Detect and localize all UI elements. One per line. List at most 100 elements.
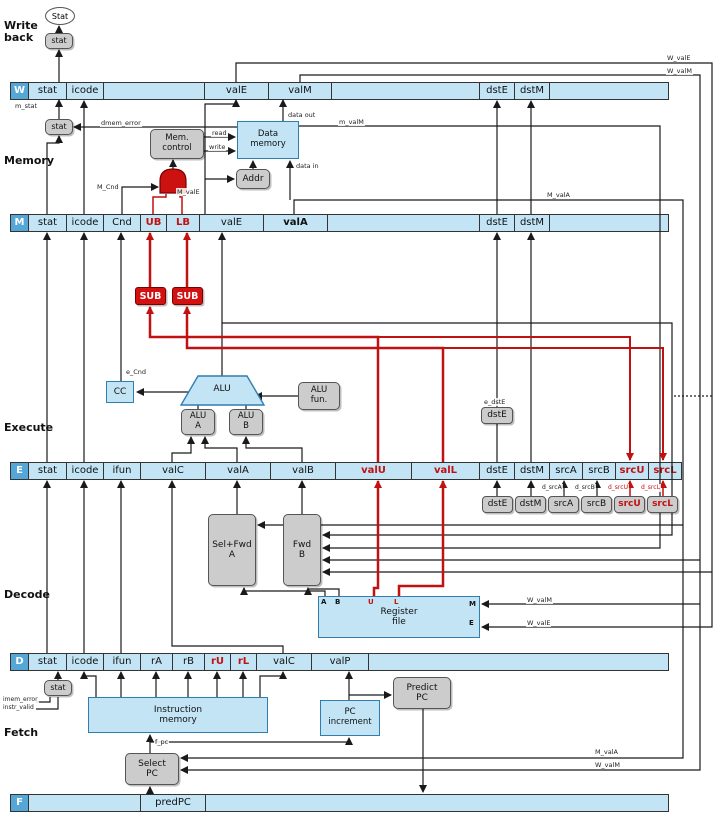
sub-unit-right: SUB xyxy=(172,287,203,305)
f-blank-cell xyxy=(205,794,669,812)
writeback-stat-box: stat xyxy=(45,33,73,49)
sub-unit-left: SUB xyxy=(135,287,166,305)
bubble-gate-icon xyxy=(159,168,187,194)
label-read: read xyxy=(211,129,228,137)
instruction-memory-line2: memory xyxy=(159,715,197,725)
e-valB-cell: valB xyxy=(270,462,336,480)
d-srcL-box: srcL xyxy=(647,496,678,513)
data-memory-box: Data memory xyxy=(237,121,299,159)
e-dstE-cell: dstE xyxy=(479,462,515,480)
predict-pc-box: Predict PC xyxy=(393,677,451,709)
sel-fwd-a-box: Sel+Fwd A xyxy=(208,514,256,586)
w-valM-cell: valM xyxy=(268,82,332,100)
label-M-Cnd: M_Cnd xyxy=(96,183,120,191)
alu-fun-line2: fun. xyxy=(310,395,328,405)
register-file-box: Register file xyxy=(318,596,480,638)
data-memory-line1: Data xyxy=(257,129,279,140)
instruction-memory-line1: Instruction xyxy=(153,704,203,715)
label-W-valM-mid: W_valM xyxy=(526,596,553,604)
e-icode-cell: icode xyxy=(66,462,104,480)
instruction-memory-box: Instruction memory xyxy=(88,697,268,733)
label-d-srcL: d_srcL xyxy=(640,484,661,492)
sel-fwd-a-line1: Sel+Fwd xyxy=(212,539,252,550)
label-M-valA-bottom: M_valA xyxy=(594,748,619,756)
m-valA-cell: valA xyxy=(263,214,328,232)
register-file-line1: Register xyxy=(380,606,418,617)
regfile-port-b: B xyxy=(335,598,341,606)
label-W-valE-mid: W_valE xyxy=(526,619,552,627)
regfile-port-l: L xyxy=(394,598,399,606)
cc-box: CC xyxy=(106,381,134,403)
d-dstM-box: dstM xyxy=(515,496,546,513)
pc-increment-line1: PC xyxy=(344,707,356,718)
label-data-in: data in xyxy=(295,162,320,170)
fetch-stat-box: stat xyxy=(44,680,72,696)
predict-pc-line2: PC xyxy=(416,693,428,703)
alu-trapezoid xyxy=(179,375,266,406)
label-W-valM-bottom: W_valM xyxy=(594,761,621,769)
alu-label: ALU xyxy=(213,384,231,394)
label-instr-valid: instr_valid xyxy=(2,704,35,712)
label-write: write xyxy=(208,143,227,151)
d-valP-cell: valP xyxy=(311,653,369,671)
fwd-b-line1: Fwd xyxy=(292,539,312,550)
stage-label-decode: Decode xyxy=(4,588,51,601)
select-pc-box: Select PC xyxy=(125,753,179,785)
label-m-stat: m_stat xyxy=(14,102,39,110)
addr-box: Addr xyxy=(236,169,270,189)
alu-a-box: ALU A xyxy=(181,409,215,435)
d-blank-cell xyxy=(368,653,669,671)
e-dste-box: dstE xyxy=(481,407,513,424)
regfile-port-e: E xyxy=(469,619,474,627)
register-file-line2: file xyxy=(392,617,406,627)
regfile-port-u: U xyxy=(368,598,374,606)
sel-fwd-a-line2: A xyxy=(228,550,236,560)
stage-label-memory: Memory xyxy=(4,154,55,167)
label-e-dstE: e_dstE xyxy=(483,398,507,406)
m-blank-cell xyxy=(549,214,669,232)
data-memory-line2: memory xyxy=(250,139,286,149)
pc-increment-box: PC increment xyxy=(320,700,380,736)
e-valU-cell: valU xyxy=(335,462,412,480)
label-f-pc: f_pc xyxy=(154,738,170,746)
d-srcB-box: srcB xyxy=(581,496,612,513)
regfile-port-a: A xyxy=(321,598,327,606)
memory-stat-box: stat xyxy=(45,119,73,135)
label-W-valM-top: W_valM xyxy=(666,67,693,75)
e-srcL-cell: srcL xyxy=(648,462,682,480)
mem-control-line1: Mem. xyxy=(165,133,189,144)
stage-label-fetch: Fetch xyxy=(4,726,39,739)
label-d-srcB: d_srcB xyxy=(574,484,596,492)
fwd-b-box: Fwd B xyxy=(283,514,321,586)
label-M-valE: M_valE xyxy=(176,188,201,196)
d-dstE-box: dstE xyxy=(482,496,513,513)
w-blank-cell xyxy=(549,82,669,100)
d-srcU-box: srcU xyxy=(614,496,645,513)
alu-b-line2: B xyxy=(243,421,249,431)
alu-a-line2: A xyxy=(195,421,201,431)
select-pc-line1: Select xyxy=(138,758,166,769)
label-d-srcA: d_srcA xyxy=(541,484,563,492)
alu-fun-line1: ALU xyxy=(310,385,328,396)
fwd-b-line2: B xyxy=(298,550,306,560)
pc-increment-line2: increment xyxy=(328,717,372,727)
stat-oval: Stat xyxy=(45,7,75,25)
label-e-Cnd: e_Cnd xyxy=(125,368,148,376)
alu-a-line1: ALU xyxy=(189,411,207,422)
label-dmem-error: dmem_error xyxy=(100,119,142,127)
label-W-valE-top: W_valE xyxy=(666,54,692,62)
regfile-port-m: M xyxy=(469,600,476,608)
mem-control-box: Mem. control xyxy=(150,129,204,159)
label-d-srcU: d_srcU xyxy=(607,484,629,492)
predict-pc-line1: Predict xyxy=(406,682,438,693)
stage-label-execute: Execute xyxy=(4,421,54,434)
m-dstM-cell: dstM xyxy=(514,214,550,232)
stage-label-writeback: Write back xyxy=(4,19,38,44)
d-srcA-box: srcA xyxy=(548,496,579,513)
select-pc-line2: PC xyxy=(146,769,158,779)
label-imem-error: imem_error xyxy=(2,696,39,704)
alu-b-line1: ALU xyxy=(237,411,255,422)
label-m-valM: m_valM xyxy=(338,118,365,126)
